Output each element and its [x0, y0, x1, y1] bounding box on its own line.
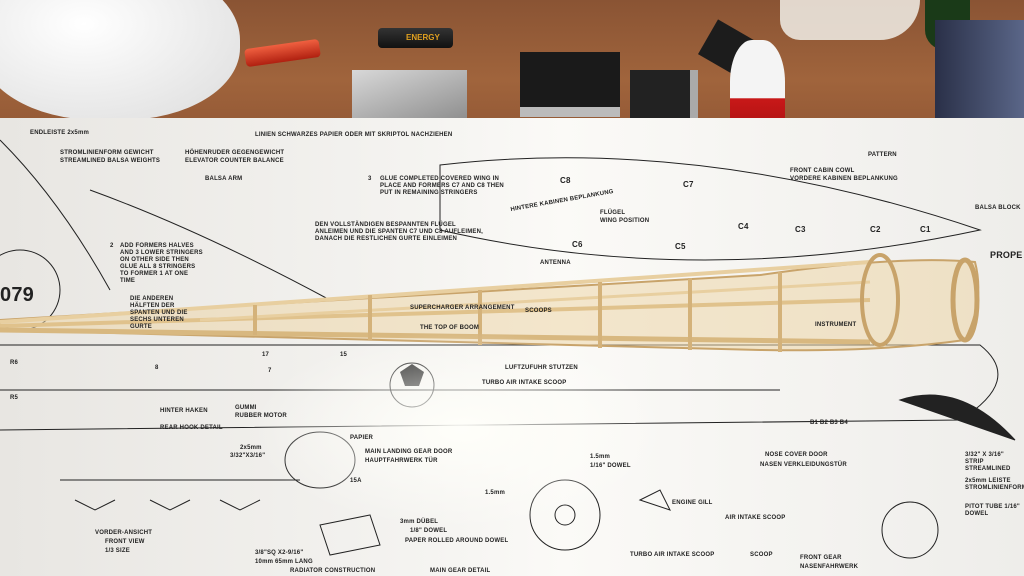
plan-label: HAUPTFAHRWERK TÜR: [365, 458, 438, 464]
plan-label: ELEVATOR COUNTER BALANCE: [185, 158, 284, 164]
plan-label: GLUE COMPLETED COVERED WING IN PLACE AND…: [380, 176, 504, 196]
plan-label: 3/8"SQ X2-9/16": [255, 550, 304, 556]
plan-label: INSTRUMENT: [815, 322, 857, 328]
plan-label: RUBBER MOTOR: [235, 413, 287, 419]
part-label: 15: [340, 352, 348, 358]
plan-label: FRONT GEAR: [800, 555, 842, 561]
plan-label: THE TOP OF BOOM: [420, 325, 480, 331]
plan-label: 3/32"X3/16": [230, 453, 266, 459]
wing-outline: [439, 157, 982, 261]
former-label: C4: [738, 222, 749, 231]
plan-label: VORDER-ANSICHT: [95, 530, 153, 536]
serial-number: 079: [0, 284, 34, 306]
plan-label: MAIN GEAR DETAIL: [430, 568, 491, 574]
plan-label: GUMMI: [235, 405, 257, 411]
plan-label: SCOOPS: [525, 308, 552, 314]
part-label: R5: [10, 395, 19, 401]
plan-label: BALSA BLOCK: [975, 205, 1021, 211]
plan-label: HINTER HAKEN: [160, 408, 208, 414]
former-label: C7: [683, 180, 694, 189]
nose-wheel: [881, 501, 939, 559]
white-plastic-tray: [0, 0, 240, 120]
plan-label: PAPIER: [350, 435, 374, 441]
plan-label: FLÜGEL: [600, 210, 626, 216]
plan-label: 1/8" DOWEL: [410, 528, 448, 534]
part-label: 15A: [350, 478, 362, 484]
plan-label: TURBO AIR INTAKE SCOOP: [482, 380, 567, 386]
plan-label: NASEN VERKLEIDUNGSTÜR: [760, 462, 847, 468]
plan-label: LINIEN SCHWARZES PAPIER ODER MIT SKRIPTO…: [255, 132, 453, 138]
plan-label: SUPERCHARGER ARRANGEMENT: [410, 305, 515, 311]
battery-brand: ENERGY: [406, 33, 440, 42]
plan-label: FRONT VIEW: [105, 539, 145, 545]
former-label: B1 B2 B3 B4: [810, 420, 848, 426]
part-label: 7: [268, 368, 272, 374]
plan-label: ENGINE GILL: [672, 500, 713, 506]
plan-label: 1.5mm: [485, 490, 506, 496]
plan-label: BALSA ARM: [205, 176, 243, 182]
plan-label: ADD FORMERS HALVES AND 3 LOWER STRINGERS…: [120, 243, 203, 284]
plan-label: PITOT TUBE 1/16" DOWEL: [965, 504, 1020, 517]
plan-label: ANTENNA: [540, 260, 571, 266]
plan-label: 2x5mm: [240, 445, 262, 451]
plan-label: DEN VOLLSTÄNDIGEN BESPANNTEN FLÜGEL ANLE…: [315, 222, 484, 242]
plan-label: 1/3 SIZE: [105, 548, 130, 554]
plan-label: REAR HOOK DETAIL: [160, 425, 223, 431]
plan-label: 3mm DÜBEL: [400, 519, 439, 525]
plan-label: STREAMLINED BALSA WEIGHTS: [60, 158, 161, 164]
plan-label: 3/32" X 3/16" STRIP STREAMLINED: [965, 452, 1011, 472]
plan-label: AIR INTAKE SCOOP: [725, 515, 786, 521]
plan-label: NASENFAHRWERK: [800, 564, 859, 570]
plan-label: HÖHENRUDER GEGENGEWICHT: [185, 150, 285, 156]
plan-label: PAPER ROLLED AROUND DOWEL: [405, 538, 509, 544]
plan-label: 10mm 65mm LANG: [255, 559, 313, 565]
plan-label: FRONT CABIN COWL: [790, 168, 855, 174]
plan-label: TURBO AIR INTAKE SCOOP: [630, 552, 715, 558]
paper-cutouts: [780, 0, 920, 40]
part-label: 17: [262, 352, 270, 358]
former-label: C6: [572, 240, 583, 249]
former-label: C5: [675, 242, 686, 251]
plan-label: SCOOP: [750, 552, 773, 558]
former-label: C1: [920, 225, 931, 234]
plan-label: RADIATOR CONSTRUCTION: [290, 568, 376, 574]
part-label: 8: [155, 365, 159, 371]
plan-label: NOSE COVER DOOR: [765, 452, 828, 458]
plan-label: MAIN LANDING GEAR DOOR: [365, 449, 453, 455]
former-label: C2: [870, 225, 881, 234]
former-label: C8: [560, 176, 571, 185]
plan-label: WING POSITION: [600, 218, 650, 224]
plan-label: 1/16" DOWEL: [590, 463, 631, 469]
plan-label: PATTERN: [868, 152, 897, 158]
plan-label: LUFTZUFUHR STUTZEN: [505, 365, 578, 371]
aluminum-block: [352, 70, 467, 125]
plan-label: STROMLINIENFORM GEWICHT: [60, 150, 154, 156]
plan-label: VORDERE KABINEN BEPLANKUNG: [790, 176, 898, 182]
plan-label: ENDLEISTE 2x5mm: [30, 130, 90, 136]
step-number: 3: [368, 176, 372, 182]
tail-boom-drawing: [0, 139, 111, 291]
plan-label: DIE ANDEREN HÄLFTEN DER SPANTEN UND DIE …: [130, 296, 188, 330]
light-glare: [250, 330, 670, 530]
plan-label: 2x5mm LEISTE STROMLINIENFORM: [965, 478, 1024, 491]
step-number: 2: [110, 243, 114, 249]
former-label: C3: [795, 225, 806, 234]
black-battery: ENERGY: [378, 28, 453, 48]
steel-angle-bracket: [520, 52, 620, 117]
part-label: R6: [10, 360, 19, 366]
plan-label: PROPE: [990, 250, 1023, 260]
plan-label: 1.5mm: [590, 454, 611, 460]
